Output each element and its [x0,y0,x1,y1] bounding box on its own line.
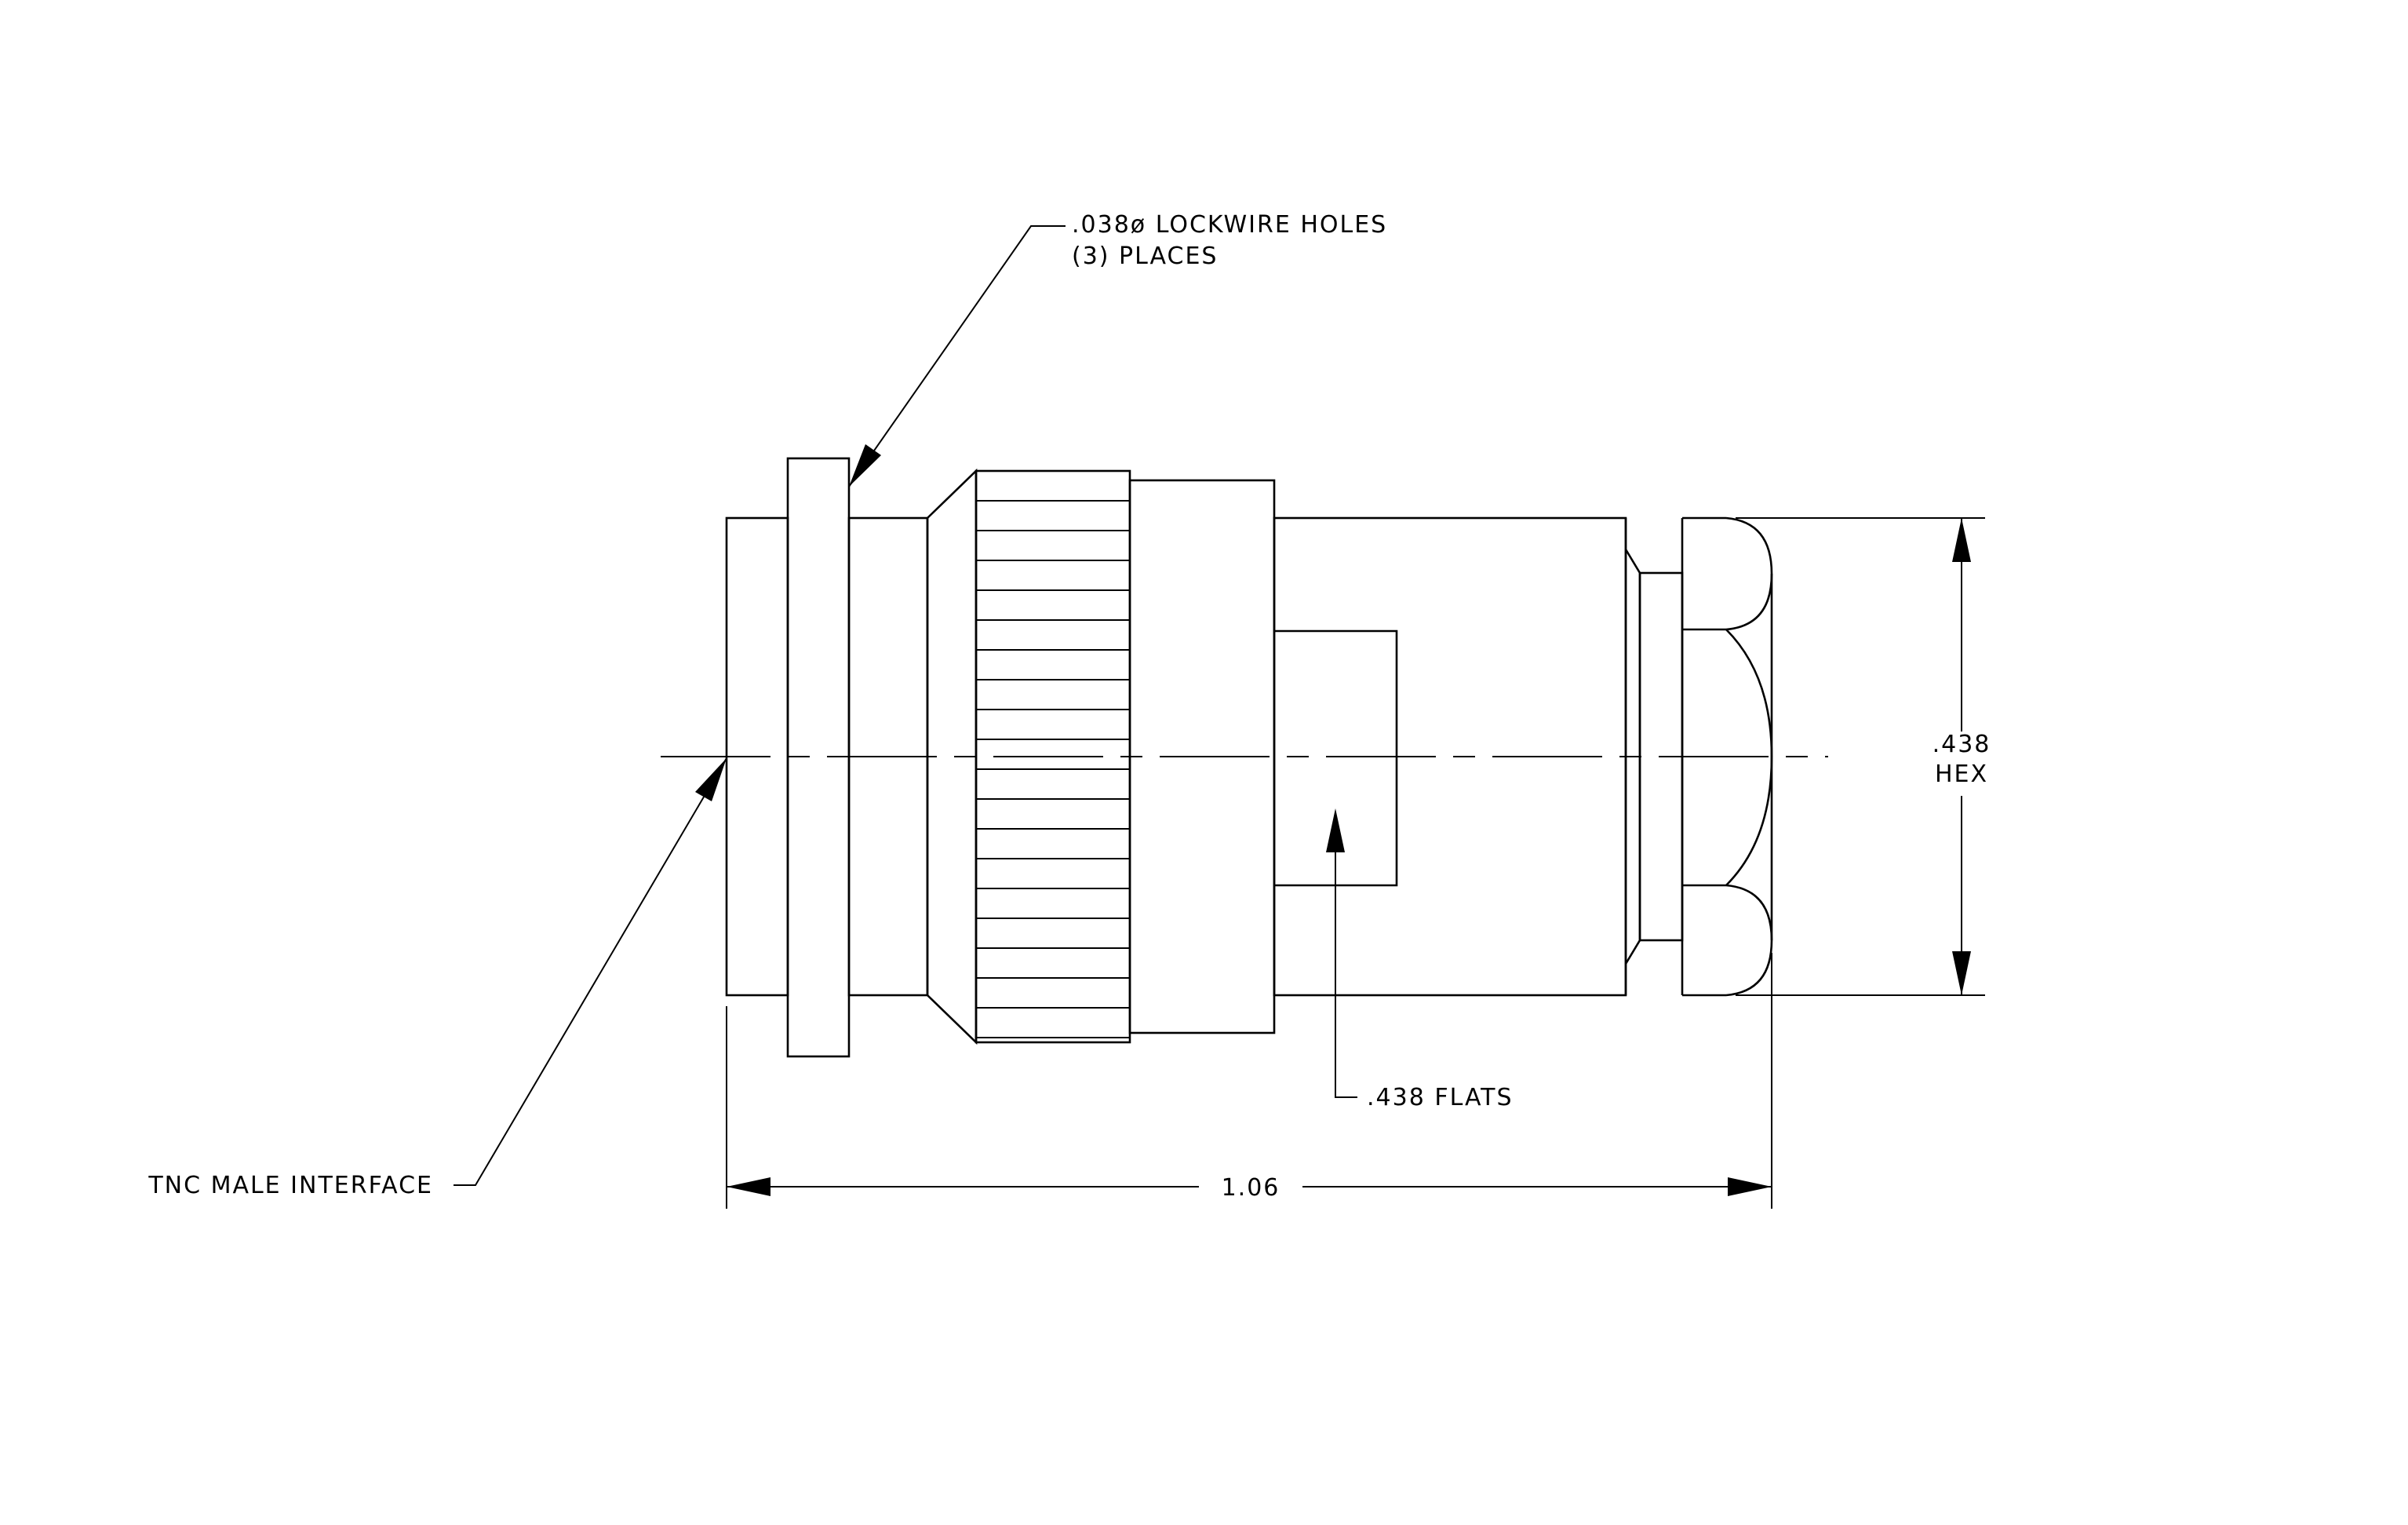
interface-leader [454,757,727,1186]
hex-label: HEX [1935,761,1988,788]
lockwire-leader [848,225,1066,487]
lockwire-callout-line1: .038ø LOCKWIRE HOLES [1072,211,1387,239]
flats-callout: .438 FLATS [1367,1084,1514,1111]
lockwire-callout-line2: (3) PLACES [1072,243,1218,270]
interface-callout: TNC MALE INTERFACE [148,1172,433,1199]
knurl-lines [976,500,1130,1038]
hex-nut [1681,516,1773,997]
hex-value: .438 [1933,731,1991,758]
length-label: 1.06 [1222,1174,1281,1202]
length-dimension [726,953,1772,1209]
flats-leader [1326,808,1357,1098]
hex-dimension [1736,517,1985,996]
